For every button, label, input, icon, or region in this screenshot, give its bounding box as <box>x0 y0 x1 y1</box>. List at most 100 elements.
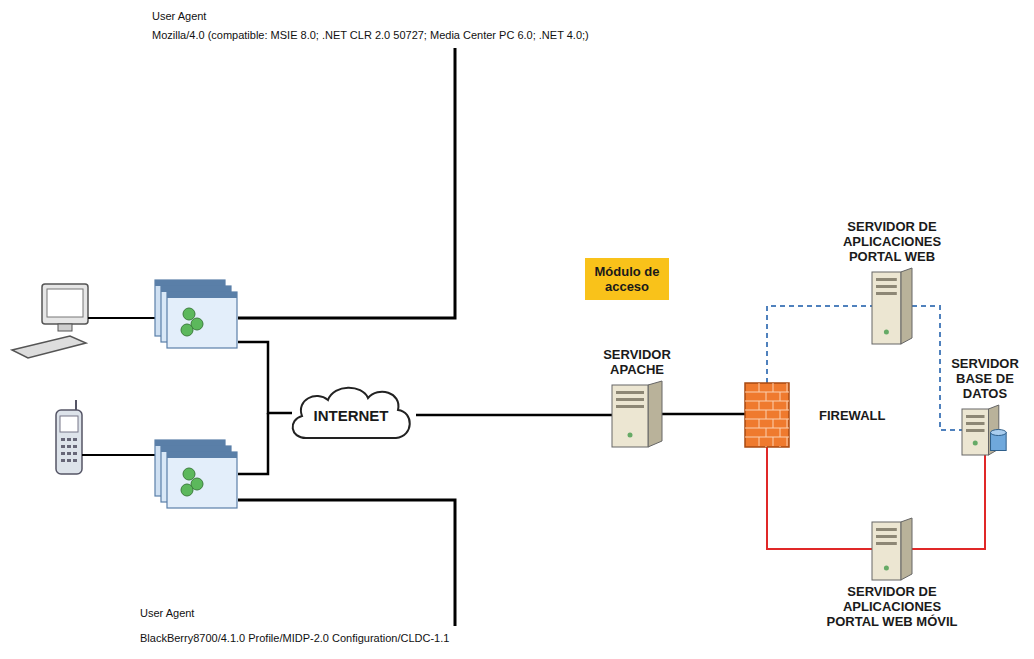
brick-joint <box>766 392 767 401</box>
wire <box>88 317 155 319</box>
computer-screen <box>47 289 83 317</box>
phone-key <box>67 459 71 462</box>
node-shape <box>872 268 912 344</box>
server-led <box>628 433 633 438</box>
server-side <box>901 268 912 344</box>
node-shape <box>612 381 662 447</box>
connector <box>767 306 872 383</box>
server-slot <box>616 391 644 394</box>
server-label: SERVIDOR DE APLICACIONES PORTAL WEB <box>836 219 948 264</box>
brick-joint <box>759 437 760 446</box>
server-slot <box>876 285 897 288</box>
user-agent-string: Mozilla/4.0 (compatible: MSIE 8.0; .NET … <box>152 29 589 42</box>
phone-key <box>61 438 65 441</box>
leader-line <box>238 500 455 626</box>
server-slot <box>876 542 897 545</box>
phone-key <box>61 445 65 448</box>
server-front <box>872 272 901 344</box>
brick-joint <box>773 383 774 392</box>
wire <box>238 413 268 474</box>
brick-joint <box>780 410 781 419</box>
server-led <box>973 441 978 446</box>
server-led <box>884 566 889 571</box>
brick-joint <box>787 401 788 410</box>
brick-joint <box>787 383 788 392</box>
brick-joint <box>787 419 788 428</box>
brick-joint <box>745 392 789 393</box>
brick-joint <box>780 392 781 401</box>
server-slot <box>876 528 897 531</box>
server-slot <box>876 278 897 281</box>
phone-key <box>67 438 71 441</box>
brick-joint <box>745 410 789 411</box>
internet-cloud-node: INTERNET <box>286 382 416 448</box>
database-server-node: SERVIDOR BASE DE DATOS <box>962 405 1008 455</box>
server-slot <box>616 398 644 401</box>
phone-key <box>61 459 65 462</box>
connector <box>416 414 612 417</box>
connector <box>912 455 985 549</box>
brick-joint <box>745 437 789 438</box>
module-box: Módulo de acceso <box>585 258 669 300</box>
computer-keyboard <box>12 336 86 358</box>
brick-joint <box>787 437 788 446</box>
phone-key <box>73 452 77 455</box>
leader-line <box>238 48 455 318</box>
server-slot <box>616 405 644 408</box>
node-shape <box>745 383 789 447</box>
brick-joint <box>773 437 774 446</box>
node-shape <box>962 405 1008 455</box>
server-side <box>901 518 912 580</box>
brick-joint <box>780 428 781 437</box>
server-slot <box>966 422 984 425</box>
browser-window-stack <box>155 280 237 348</box>
brick-joint <box>759 401 760 410</box>
server-slot <box>966 429 984 432</box>
brick-joint <box>773 401 774 410</box>
phone-key <box>73 438 77 441</box>
browser-window-stack <box>155 440 237 508</box>
server-slot <box>966 415 984 418</box>
firewall-wall <box>745 383 789 447</box>
brick-joint <box>780 446 781 447</box>
brick-joint <box>759 383 760 392</box>
computer-monitor <box>42 284 88 324</box>
server-slot <box>876 535 897 538</box>
phone-key <box>67 445 71 448</box>
brick-joint <box>745 419 789 420</box>
server-label: INTERNET <box>314 407 389 424</box>
phone-key <box>73 445 77 448</box>
server-led <box>884 330 889 335</box>
computer-stand <box>58 324 72 331</box>
user-agent-string: BlackBerry8700/4.1.0 Profile/MIDP-2.0 Co… <box>140 632 449 645</box>
user-agent-heading: User Agent <box>140 607 194 620</box>
user-agent-heading: User Agent <box>152 10 206 23</box>
connector <box>662 413 745 416</box>
server-node: SERVIDOR APACHE <box>612 381 662 447</box>
wire <box>238 342 292 413</box>
server-slot <box>876 292 897 295</box>
server-front <box>612 385 648 447</box>
connector <box>767 447 872 549</box>
brick-joint <box>766 446 767 447</box>
module-label: Módulo de acceso <box>591 264 663 294</box>
database-cylinder-top <box>991 430 1007 436</box>
brick-joint <box>773 419 774 428</box>
phone-key <box>73 459 77 462</box>
server-front <box>872 522 901 580</box>
phone-keypad <box>61 438 77 462</box>
phone-body <box>56 410 82 474</box>
brick-joint <box>745 401 789 402</box>
server-label: SERVIDOR APACHE <box>589 347 685 377</box>
brick-joint <box>766 410 767 419</box>
phone-key <box>61 452 65 455</box>
firewall-node: FIREWALL <box>745 383 789 447</box>
phone-screen <box>60 416 78 432</box>
brick-joint <box>759 419 760 428</box>
server-node: SERVIDOR DE APLICACIONES PORTAL WEB MÓVI… <box>872 518 912 580</box>
server-front <box>962 409 988 455</box>
server-node: SERVIDOR DE APLICACIONES PORTAL WEB <box>872 268 912 344</box>
server-label: FIREWALL <box>819 408 885 423</box>
node-shape <box>872 518 912 580</box>
server-side <box>648 381 662 447</box>
